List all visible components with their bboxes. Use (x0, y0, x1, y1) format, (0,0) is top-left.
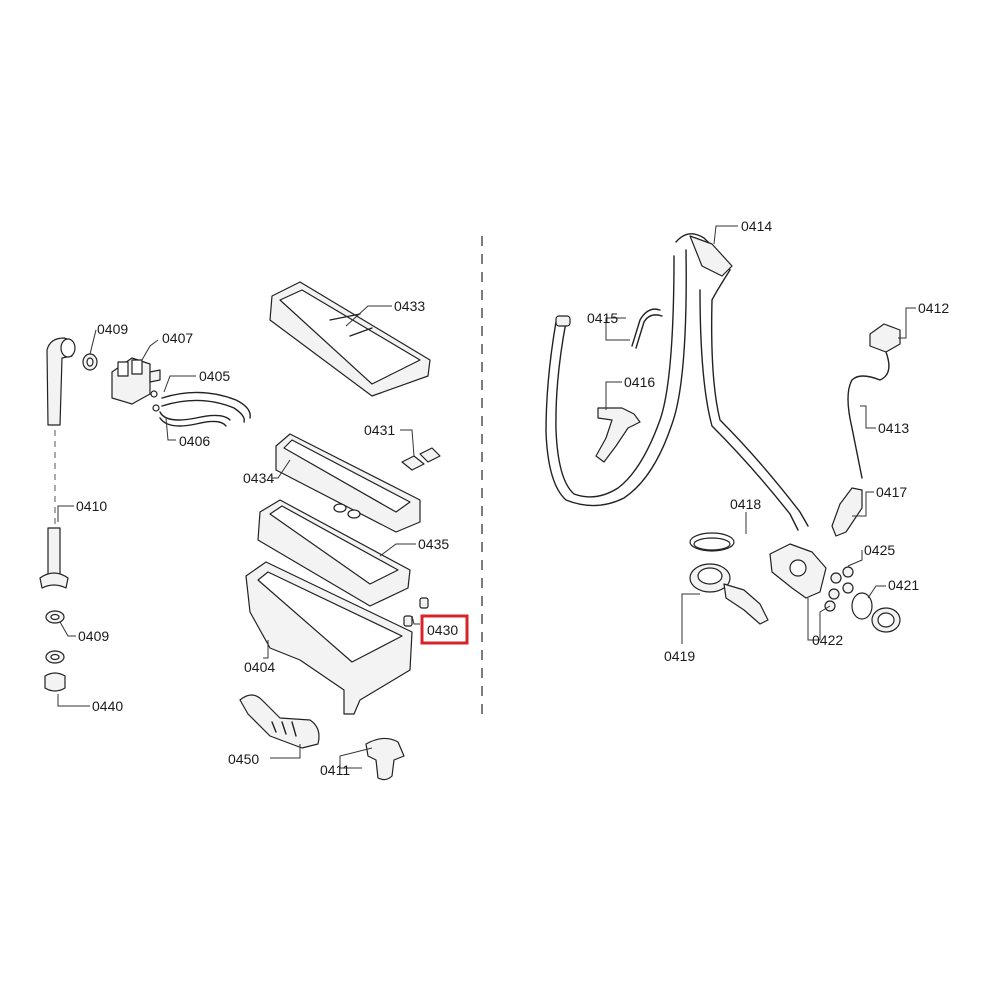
y-piece-0416-drawing (595, 407, 641, 463)
air-trap-0417-drawing (831, 487, 863, 537)
pads-0431-drawing (401, 447, 441, 471)
label-0406[interactable]: 0406 (179, 433, 210, 449)
clips-0430-drawing (403, 597, 429, 627)
label-0419[interactable]: 0419 (664, 648, 695, 664)
label-0404[interactable]: 0404 (244, 659, 275, 675)
label-0421[interactable]: 0421 (888, 577, 919, 593)
label-0413[interactable]: 0413 (878, 420, 909, 436)
bellows-0450-drawing (239, 694, 320, 749)
inlet-valve-drawing (111, 357, 161, 412)
label-0410[interactable]: 0410 (76, 498, 107, 514)
hose-0406-drawing (159, 411, 231, 421)
dispenser-frame-0435-drawing (257, 499, 411, 607)
part-labels: 0409 0407 0405 0406 0410 0409 0440 0433 … (76, 218, 949, 778)
label-0411[interactable]: 0411 (320, 762, 350, 778)
label-0431[interactable]: 0431 (364, 422, 395, 438)
label-0415[interactable]: 0415 (587, 310, 618, 326)
label-0417[interactable]: 0417 (876, 484, 907, 500)
label-0422[interactable]: 0422 (812, 632, 843, 648)
label-0409-bottom[interactable]: 0409 (78, 628, 109, 644)
label-0440[interactable]: 0440 (92, 698, 123, 714)
dispenser-top-0433-drawing (269, 281, 431, 397)
label-0418[interactable]: 0418 (730, 496, 761, 512)
label-0412[interactable]: 0412 (918, 300, 949, 316)
dispenser-housing-0404-drawing (245, 561, 413, 715)
label-0409-top[interactable]: 0409 (97, 321, 128, 337)
hose-0414-drawing (545, 233, 809, 531)
inlet-elbow-drawing (46, 337, 98, 525)
label-0425[interactable]: 0425 (864, 542, 895, 558)
label-0450[interactable]: 0450 (228, 751, 259, 767)
label-0433[interactable]: 0433 (394, 298, 425, 314)
inlet-pipe-0410-drawing (39, 527, 69, 589)
pump-filter-0421-drawing (851, 592, 901, 633)
hose-0405-drawing (161, 391, 251, 419)
leader-lines (57, 225, 916, 769)
tube-0415-drawing (631, 308, 661, 347)
label-0407[interactable]: 0407 (162, 330, 193, 346)
sump-hose-0419-drawing (689, 563, 769, 625)
filter-0440-drawing (44, 672, 66, 692)
drawer-0434-drawing (275, 433, 421, 533)
label-0414[interactable]: 0414 (741, 218, 772, 234)
elbow-0411-drawing (365, 737, 405, 781)
label-0435[interactable]: 0435 (418, 536, 449, 552)
label-0416[interactable]: 0416 (624, 374, 655, 390)
gaskets-0425-drawing (824, 566, 854, 612)
drain-pump-0422-drawing (769, 543, 827, 599)
tube-0413-drawing (847, 351, 890, 479)
label-0405[interactable]: 0405 (199, 368, 230, 384)
label-0430[interactable]: 0430 (427, 622, 458, 638)
label-0434[interactable]: 0434 (243, 470, 274, 486)
pressure-switch-0412-drawing (869, 323, 901, 353)
highlight-box (420, 614, 469, 645)
